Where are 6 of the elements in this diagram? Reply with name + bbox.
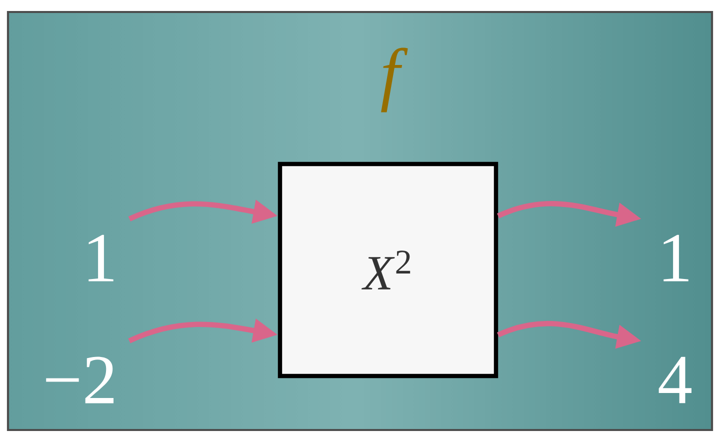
function-box: X$^{2}$ xyxy=(278,162,498,378)
number-label: 4 xyxy=(658,356,692,404)
number-label: −2 xyxy=(46,356,114,404)
number-label: 1 xyxy=(88,234,114,282)
function-label: f xyxy=(381,48,408,112)
number-label: 1 xyxy=(664,234,688,282)
